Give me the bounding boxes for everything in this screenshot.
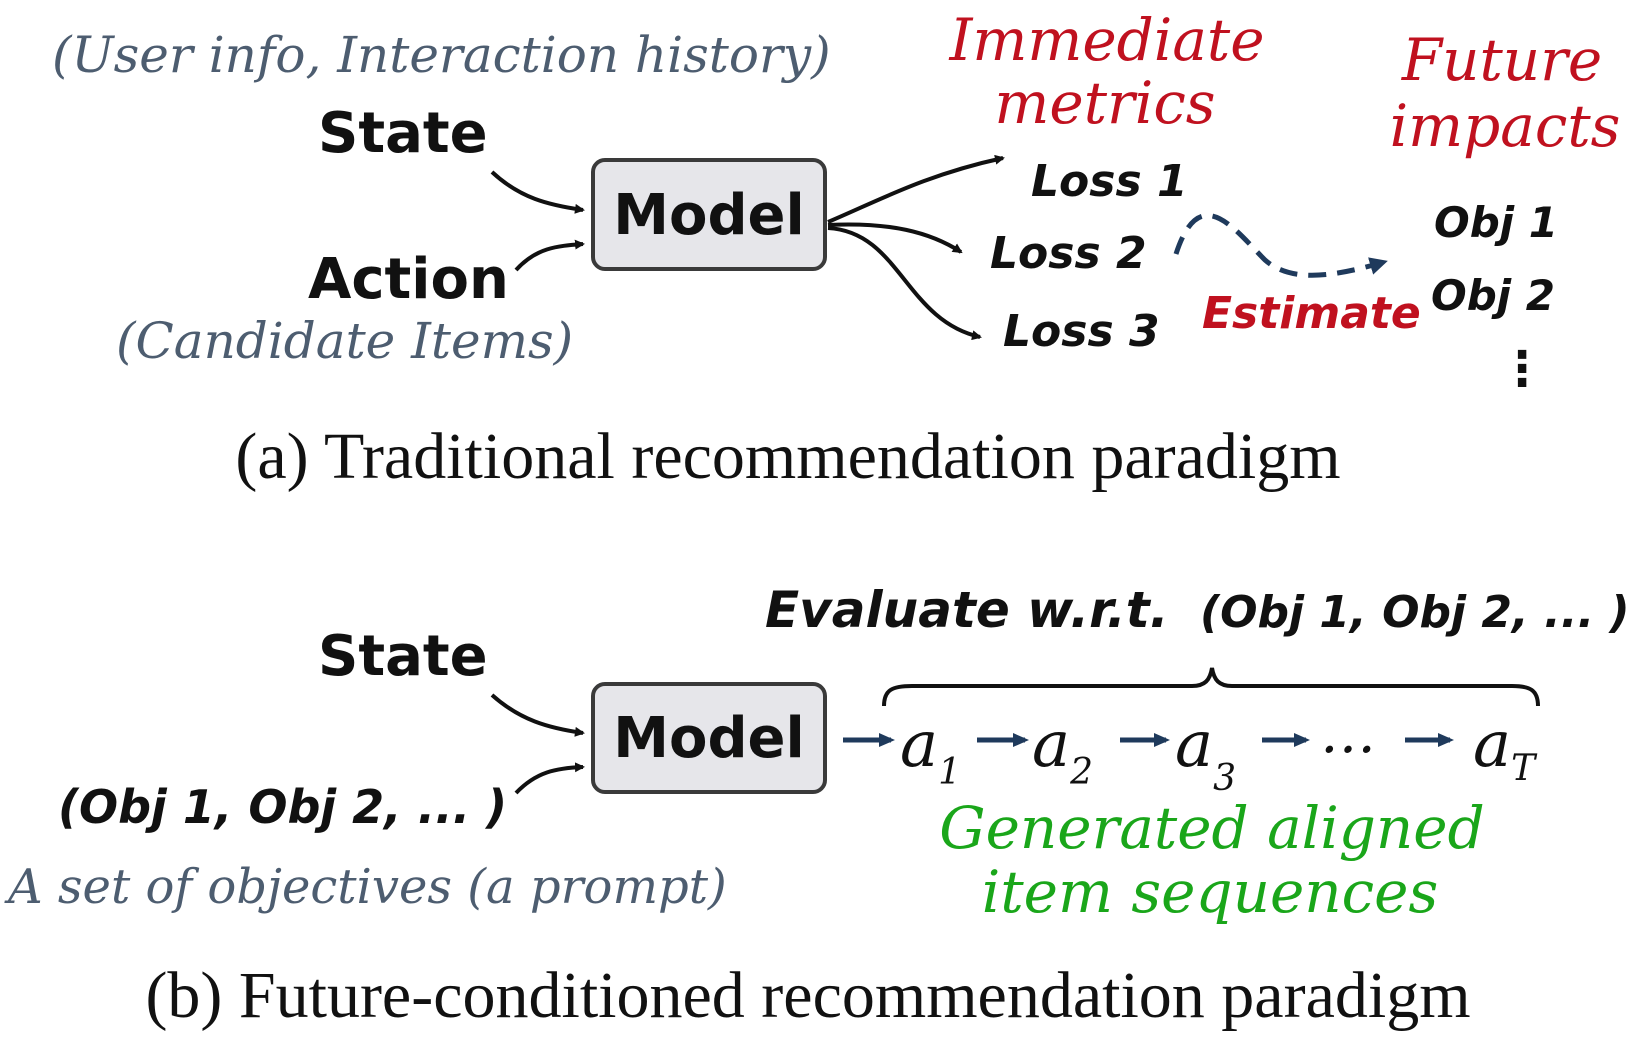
obj-1: Obj 1 <box>1434 198 1558 247</box>
future-impacts-line2: impacts <box>1390 92 1621 160</box>
estimate-dashed-arrow <box>1173 213 1388 278</box>
state-to-model-arrow-b <box>490 693 585 737</box>
immediate-metrics-line1: Immediate <box>948 6 1264 74</box>
model-box <box>591 158 827 271</box>
action-to-model-arrow <box>514 239 585 272</box>
objectives-note: A set of objectives (a prompt) <box>4 859 727 915</box>
state-label-b: State <box>318 624 488 689</box>
action-label: Action <box>308 247 509 312</box>
objectives-input: (Obj 1, Obj 2, ... ) <box>58 780 507 834</box>
obj-2: Obj 2 <box>1431 271 1555 320</box>
seq-item-last: aT <box>1473 708 1538 789</box>
model-box-b <box>591 682 827 794</box>
model-to-loss2-arrow <box>827 222 963 254</box>
panel-b: Evaluate w.r.t. (Obj 1, Obj 2, ... ) Sta… <box>4 581 1626 1032</box>
objectives-ellipsis: ⋮ <box>1498 341 1546 397</box>
estimate-label: Estimate <box>1202 288 1421 339</box>
state-to-model-arrow <box>490 170 585 214</box>
seq-item-3: a3 <box>1175 708 1236 799</box>
panel-a: (User info, Interaction history) State A… <box>52 6 1620 493</box>
evaluate-brace <box>882 667 1540 707</box>
model-label-b: Model <box>613 706 804 771</box>
seq-item-ellipsis: … <box>1320 701 1376 766</box>
loss-3: Loss 3 <box>1003 306 1160 357</box>
evaluate-objs: (Obj 1, Obj 2, ... ) <box>1200 587 1626 638</box>
evaluate-bold: Evaluate w.r.t. <box>765 581 1169 639</box>
model-label: Model <box>613 183 804 248</box>
evaluate-label: Evaluate w.r.t. (Obj 1, Obj 2, ... ) <box>765 581 1626 639</box>
generated-line2: item sequences <box>982 858 1438 926</box>
action-note: (Candidate Items) <box>116 312 573 370</box>
model-to-loss3-arrow <box>827 226 982 341</box>
caption-b: (b) Future-conditioned recommendation pa… <box>145 959 1470 1032</box>
seq-item-2: a2 <box>1032 708 1093 793</box>
loss-2: Loss 2 <box>990 228 1147 279</box>
future-impacts-line1: Future <box>1401 26 1602 94</box>
model-to-loss1-arrow <box>827 154 1005 224</box>
generated-line1: Generated aligned <box>939 794 1484 862</box>
state-note: (User info, Interaction history) <box>52 26 831 84</box>
objectives-to-model-arrow <box>514 762 585 795</box>
caption-a: (a) Traditional recommendation paradigm <box>235 420 1340 493</box>
state-label: State <box>318 101 488 166</box>
seq-item-1: a1 <box>900 708 961 793</box>
loss-1: Loss 1 <box>1031 156 1188 207</box>
immediate-metrics-line2: metrics <box>994 69 1215 137</box>
